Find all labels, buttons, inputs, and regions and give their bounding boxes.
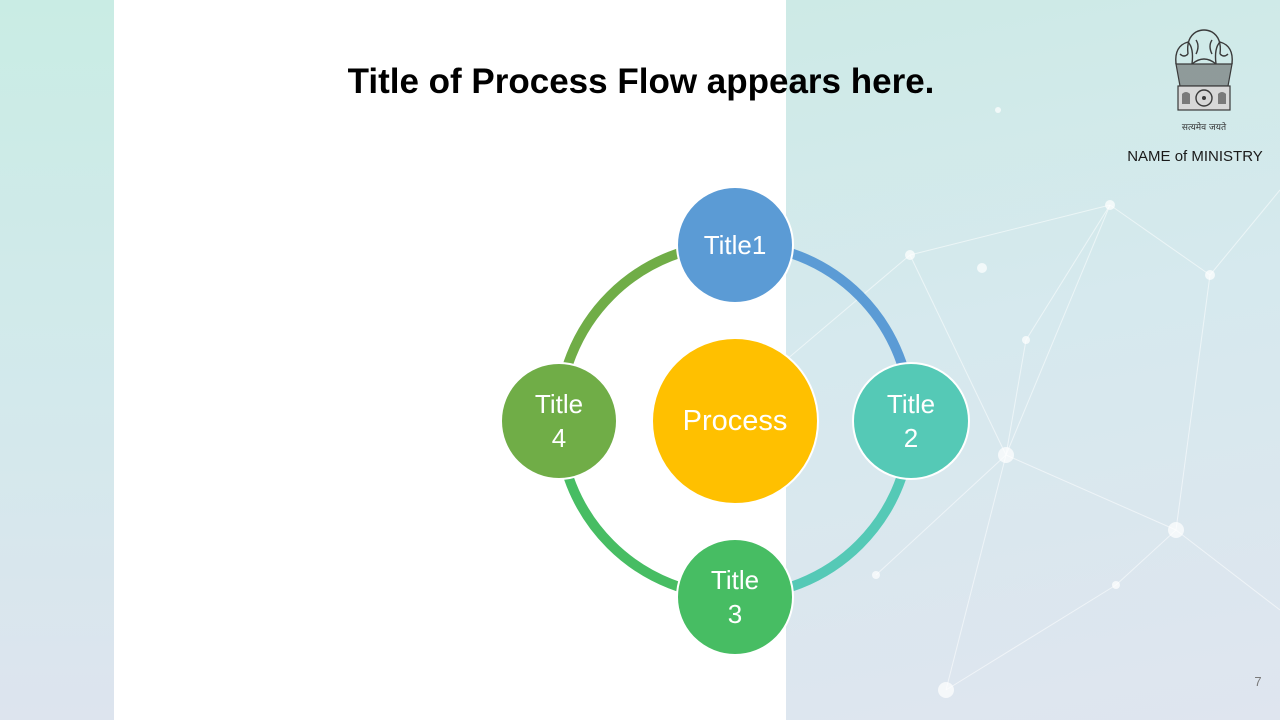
page-number: 7 — [1254, 674, 1262, 689]
title1-node-label: Title1 — [703, 230, 767, 260]
title4-node-number: 4 — [551, 423, 567, 453]
ministry-name: NAME of MINISTRY — [1127, 148, 1263, 165]
title3-node-label: Title — [710, 565, 760, 595]
title2-node-number: 2 — [903, 423, 919, 453]
title4-node-label: Title — [534, 389, 584, 419]
right-decorative-panel — [786, 0, 1280, 720]
national-emblem-icon: सत्यमेव जयते — [1166, 24, 1242, 136]
title3-node: Title 3 — [676, 538, 794, 656]
process-center-label: Process — [682, 404, 788, 437]
title2-node-label: Title — [886, 389, 936, 419]
network-pattern-graphic — [786, 107, 1280, 698]
title1-node: Title1 — [676, 186, 794, 304]
process-center-node: Process — [651, 337, 819, 505]
slide-title: Title of Process Flow appears here. — [347, 62, 935, 101]
left-decorative-strip — [0, 0, 114, 720]
title3-node-number: 3 — [727, 599, 743, 629]
emblem-motto: सत्यमेव जयते — [1182, 121, 1227, 133]
title2-node: Title 2 — [852, 362, 970, 480]
title4-node: Title 4 — [500, 362, 618, 480]
